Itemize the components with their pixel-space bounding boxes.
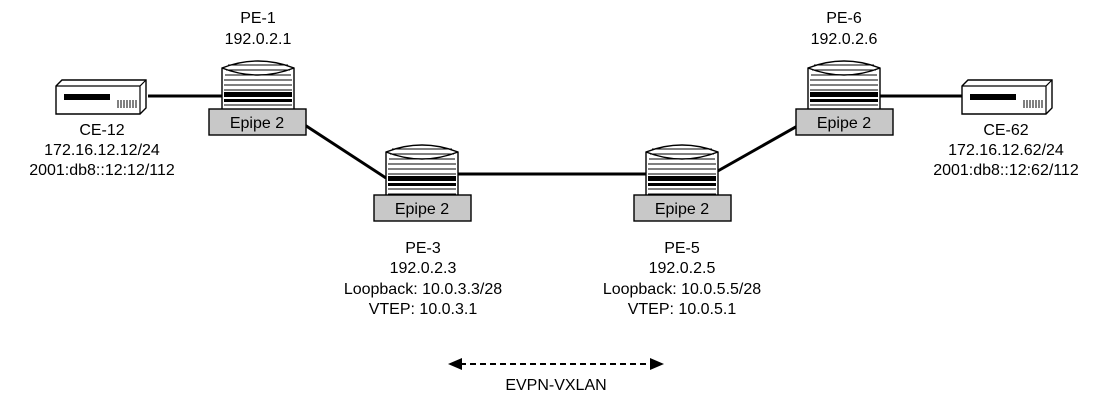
pe3-name: PE-3 [405,240,441,257]
pe6-ip: 192.0.2.6 [811,31,878,48]
ce62-ipv4: 172.16.12.62/24 [948,142,1064,159]
link-pe1-pe3 [293,116,387,180]
pe1-epipe-label: Epipe 2 [230,115,284,132]
pe1-node: PE-1 192.0.2.1 Epipe 2 [208,10,307,136]
ce12-ipv6: 2001:db8::12:12/112 [29,162,175,179]
ce12-ipv4: 172.16.12.12/24 [44,142,160,159]
ce12-node: CE-12 172.16.12.12/24 2001:db8::12:12/11… [29,79,175,179]
legend-arrowhead-right [650,358,664,370]
ce62-name: CE-62 [983,122,1028,139]
pe5-vtep: VTEP: 10.0.5.1 [628,301,737,318]
pe5-node: Epipe 2 PE-5 192.0.2.5 Loopback: 10.0.5.… [603,144,761,318]
pe5-epipe-badge [633,194,732,222]
pe3-epipe-label: Epipe 2 [395,201,449,218]
ce12-name: CE-12 [79,122,124,139]
legend-arrowhead-left [448,358,462,370]
ce12-host-icon [55,79,147,115]
ce62-ipv6: 2001:db8::12:62/112 [933,162,1079,179]
pe5-epipe-label: Epipe 2 [655,201,709,218]
pe3-vtep: VTEP: 10.0.3.1 [369,301,478,318]
pe1-name: PE-1 [240,10,276,27]
pe3-epipe-badge [373,194,472,222]
legend-label: EVPN-VXLAN [505,377,606,394]
pe3-node: Epipe 2 PE-3 192.0.2.3 Loopback: 10.0.3.… [344,144,502,318]
pe6-name: PE-6 [826,10,862,27]
pe1-epipe-badge [208,108,307,136]
pe5-loopback: Loopback: 10.0.5.5/28 [603,281,761,298]
links [148,94,962,180]
pe6-epipe-label: Epipe 2 [817,115,871,132]
pe6-node: PE-6 192.0.2.6 Epipe 2 [795,10,894,136]
link-pe5-pe6 [715,118,809,174]
ce62-node: CE-62 172.16.12.62/24 2001:db8::12:62/11… [933,79,1079,179]
pe5-ip: 192.0.2.5 [649,260,716,277]
pe5-name: PE-5 [664,240,700,257]
ce62-host-icon [961,79,1053,115]
pe3-loopback: Loopback: 10.0.3.3/28 [344,281,502,298]
pe1-ip: 192.0.2.1 [225,31,292,48]
pe3-ip: 192.0.2.3 [390,260,457,277]
legend: EVPN-VXLAN [448,358,664,394]
pe6-epipe-badge [795,108,894,136]
